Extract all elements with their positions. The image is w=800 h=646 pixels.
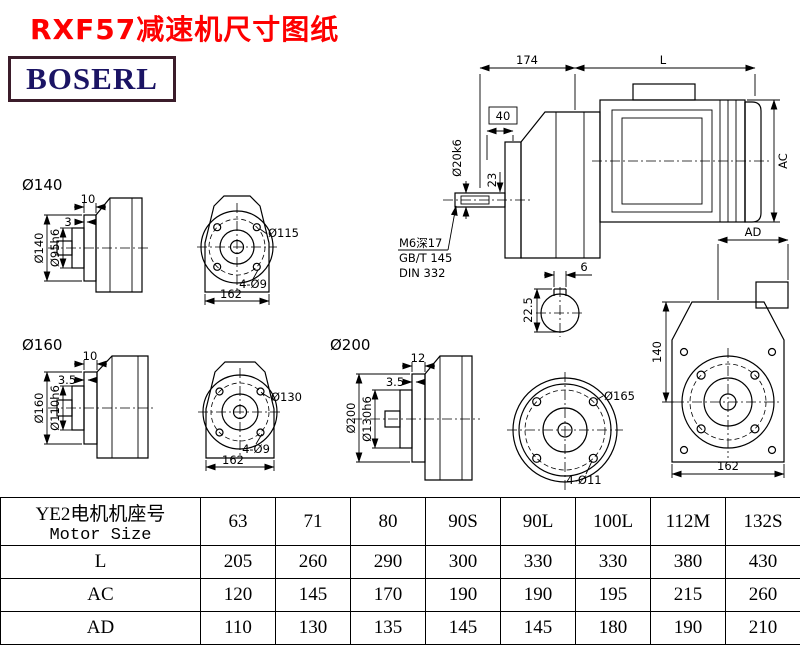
view-front-160: Ø130 4-Ø9 162 <box>198 361 302 471</box>
table-header-cn: YE2电机机座号 <box>35 503 166 525</box>
table-row-AC: AC 120 145 170 190 190 195 215 260 <box>0 578 800 612</box>
dim-200-step: 3.5 <box>386 375 404 389</box>
logo-box: BOSERL <box>8 56 176 102</box>
dim-160-lip: 10 <box>83 349 98 363</box>
dim-160-width: 162 <box>222 453 244 467</box>
dim-140-bolt-circle: Ø115 <box>268 226 299 240</box>
table-cell: 260 <box>725 578 800 612</box>
dim-200-holes: 4-Ø11 <box>566 473 601 487</box>
view-front-200: Ø165 4-Ø11 <box>507 372 635 490</box>
motor-size-table: YE2电机机座号 Motor Size 63 71 80 90S 90L 100… <box>0 497 800 645</box>
table-row-AD: AD 110 130 135 145 145 180 190 210 <box>0 611 800 645</box>
table-cell: 145 <box>500 611 576 645</box>
dim-main-23: 23 <box>485 173 499 188</box>
table-col-header: 112M <box>650 497 726 546</box>
table-cell: 300 <box>425 545 501 579</box>
table-cell: 130 <box>275 611 351 645</box>
table-cell: 330 <box>500 545 576 579</box>
dim-200-od: Ø200 <box>344 402 358 433</box>
view-rear: AD 140 162 <box>650 225 789 478</box>
table-row-label: L <box>0 545 201 579</box>
table-cell: 430 <box>725 545 800 579</box>
dim-rear-ad: AD <box>745 225 762 239</box>
view-main-assembly: 174 L 40 Ø20k6 23 AC M6深17 GB/T 145 DIN … <box>398 53 790 280</box>
dim-160-holes: 4-Ø9 <box>242 442 270 456</box>
dim-160-step: 3.5 <box>58 373 76 387</box>
table-col-header: 132S <box>725 497 800 546</box>
page-title: RXF57减速机尺寸图纸 <box>30 13 340 46</box>
dim-key-height: 22.5 <box>521 297 535 323</box>
dim-rear-140: 140 <box>650 341 664 363</box>
table-cell: 145 <box>425 611 501 645</box>
dim-160-spigot: Ø110h6 <box>48 385 62 431</box>
table-cell: 190 <box>500 578 576 612</box>
table-cell: 290 <box>350 545 426 579</box>
note-tap-std1: GB/T 145 <box>399 251 452 265</box>
logo-text: BOSERL <box>26 61 158 96</box>
note-tap: M6深17 <box>399 236 442 250</box>
dim-main-174: 174 <box>516 53 538 67</box>
table-col-header: 80 <box>350 497 426 546</box>
dim-140-step: 3 <box>64 215 71 229</box>
dim-main-shaft-dia: Ø20k6 <box>450 139 464 177</box>
table-row-label: AC <box>0 578 201 612</box>
table-cell: 210 <box>725 611 800 645</box>
table-cell: 135 <box>350 611 426 645</box>
table-col-header: 71 <box>275 497 351 546</box>
table-cell: 190 <box>425 578 501 612</box>
table-cell: 195 <box>575 578 651 612</box>
dim-main-L: L <box>660 53 667 67</box>
dim-160-bolt-circle: Ø130 <box>271 390 302 404</box>
dim-140-od: Ø140 <box>32 232 46 263</box>
view-front-140: Ø115 4-Ø9 162 <box>197 195 299 305</box>
table-cell: 170 <box>350 578 426 612</box>
dim-main-40: 40 <box>496 109 511 123</box>
table-cell: 145 <box>275 578 351 612</box>
table-col-header: 90L <box>500 497 576 546</box>
dim-140-lip: 10 <box>81 192 96 206</box>
table-header-en: Motor Size <box>49 525 152 545</box>
table-col-header: 100L <box>575 497 651 546</box>
view-side-140: 10 3 Ø140 Ø95h6 Ø140 <box>22 176 150 293</box>
table-col-header: 90S <box>425 497 501 546</box>
table-cell: 380 <box>650 545 726 579</box>
view-side-160: 10 3.5 Ø160 Ø110h6 Ø160 <box>22 336 156 459</box>
table-cell: 215 <box>650 578 726 612</box>
note-tap-std2: DIN 332 <box>399 266 445 280</box>
dim-140-spigot: Ø95h6 <box>48 229 62 267</box>
table-cell: 330 <box>575 545 651 579</box>
dim-main-ac: AC <box>776 153 790 169</box>
table-cell: 120 <box>200 578 276 612</box>
table-cell: 180 <box>575 611 651 645</box>
dimension-drawing: 10 3 Ø140 Ø95h6 Ø140 Ø115 4-Ø9 162 <box>22 53 790 490</box>
dim-key-width: 6 <box>580 260 587 274</box>
view-side-200: 12 3.5 Ø200 Ø130h6 Ø200 <box>330 336 480 481</box>
dim-200-bolt-circle: Ø165 <box>604 389 635 403</box>
dim-rear-162: 162 <box>717 459 739 473</box>
label-flange-200: Ø200 <box>330 336 370 354</box>
label-flange-160: Ø160 <box>22 336 62 354</box>
dim-160-od: Ø160 <box>32 392 46 423</box>
table-cell: 260 <box>275 545 351 579</box>
label-flange-140: Ø140 <box>22 176 62 194</box>
dim-200-spigot: Ø130h6 <box>360 396 374 442</box>
dim-140-holes: 4-Ø9 <box>239 277 267 291</box>
table-col-header: 63 <box>200 497 276 546</box>
table-cell: 110 <box>200 611 276 645</box>
dim-140-width: 162 <box>220 287 242 301</box>
table-header-motor-size: YE2电机机座号 Motor Size <box>0 497 201 546</box>
table-row-L: L 205 260 290 300 330 330 380 430 <box>0 545 800 579</box>
table-cell: 190 <box>650 611 726 645</box>
dim-200-lip: 12 <box>411 351 426 365</box>
table-row-label: AD <box>0 611 201 645</box>
table-cell: 205 <box>200 545 276 579</box>
view-key-section: 6 22.5 <box>521 260 592 337</box>
